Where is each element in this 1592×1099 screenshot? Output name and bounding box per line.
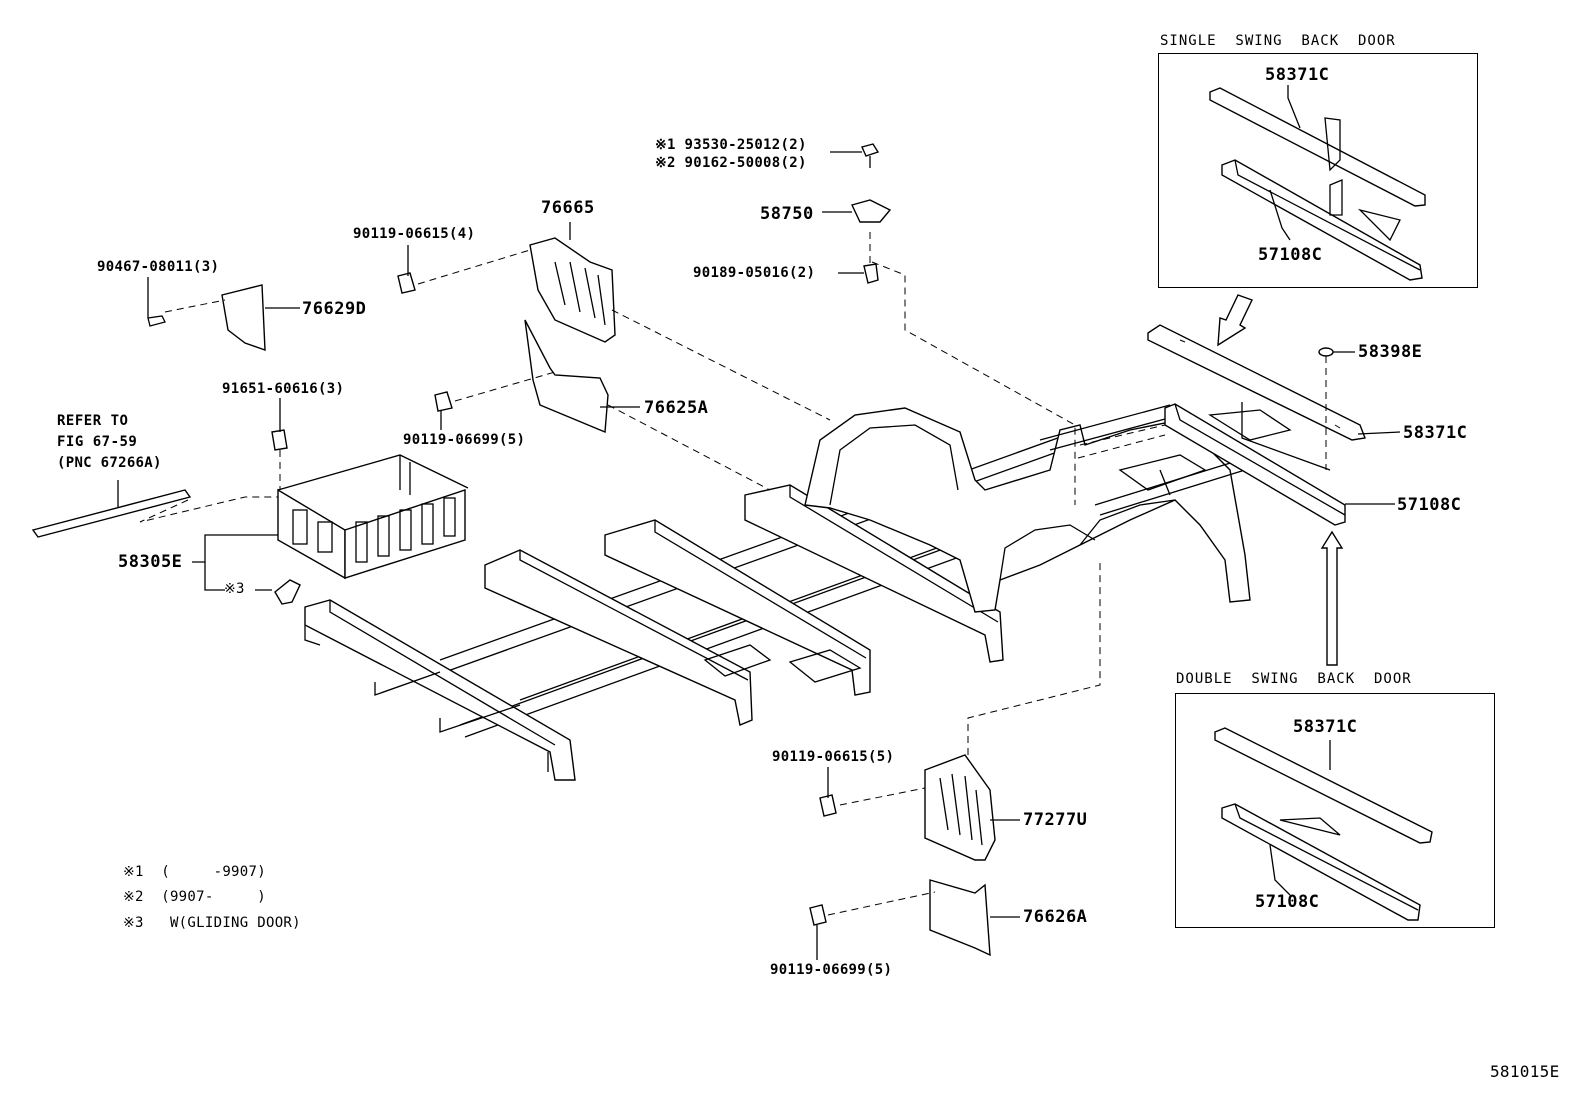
note-2: ※2 (9907- ) — [123, 889, 266, 905]
step-box-58305e-drawing — [277, 454, 469, 580]
mudguard-76625a-drawing — [524, 319, 609, 434]
refer-line-3: (PNC 67266A) — [57, 455, 162, 471]
single-swing-rail-label[interactable]: 58371C — [1265, 65, 1330, 85]
leader-lines — [117, 85, 1401, 960]
callout-58750[interactable]: 58750 — [760, 204, 814, 224]
bolt-90119-5b-drawing — [819, 794, 837, 817]
bolt-90119-5a-drawing — [434, 391, 453, 412]
note-1: ※1 ( -9907) — [123, 864, 266, 880]
bolt-90119-4-drawing — [397, 272, 416, 294]
double-swing-inset-drawing — [1214, 727, 1433, 921]
clip-90189-drawing — [863, 263, 879, 284]
callout-76625a[interactable]: 76625A — [644, 398, 709, 418]
shield-77277u-drawing — [924, 754, 996, 861]
callout-mark-3: ※3 — [224, 581, 245, 597]
callout-76665[interactable]: 76665 — [541, 198, 595, 218]
callout-91651-60616[interactable]: 91651-60616(3) — [222, 381, 345, 397]
callout-90467-08011[interactable]: 90467-08011(3) — [97, 259, 220, 275]
callout-58398e[interactable]: 58398E — [1358, 342, 1423, 362]
double-swing-inset-box — [1175, 693, 1495, 928]
callout-93530-25012[interactable]: ※1 93530-25012(2) — [655, 137, 807, 153]
bolt-91651-drawing — [271, 429, 288, 451]
callout-57108c[interactable]: 57108C — [1397, 495, 1462, 515]
callout-90119-06699-5c[interactable]: 90119-06699(5) — [770, 962, 893, 978]
single-swing-header: SINGLE SWING BACK DOOR — [1160, 33, 1396, 49]
callout-90119-06615-5[interactable]: 90119-06615(5) — [772, 749, 895, 765]
callout-76629d[interactable]: 76629D — [302, 299, 367, 319]
single-swing-inset-box — [1158, 53, 1478, 288]
mudguard-76626a-drawing — [929, 879, 991, 957]
shield-76665-ribs — [554, 261, 606, 326]
callout-90119-06615-4[interactable]: 90119-06615(4) — [353, 226, 476, 242]
double-swing-sill-label[interactable]: 57108C — [1255, 892, 1320, 912]
figure-code: 581015E — [1490, 1062, 1560, 1081]
floor-frame-drawing — [304, 429, 1201, 781]
callout-90189-05016[interactable]: 90189-05016(2) — [693, 265, 816, 281]
shield-77277u-ribs — [939, 773, 983, 846]
refer-line-1: REFER TO — [57, 413, 129, 429]
plug-58398e-drawing — [1318, 347, 1334, 357]
callout-77277u[interactable]: 77277U — [1023, 810, 1088, 830]
bolt-90119-5c-drawing — [809, 904, 827, 926]
single-swing-sill-label[interactable]: 57108C — [1258, 245, 1323, 265]
seal-58750-drawing — [851, 199, 892, 223]
refer-line-2[interactable]: FIG 67-59 — [57, 434, 138, 450]
callout-58305e[interactable]: 58305E — [118, 552, 183, 572]
single-swing-inset-drawing — [1209, 87, 1426, 281]
callout-58371c[interactable]: 58371C — [1403, 423, 1468, 443]
mudguard-76629d-drawing — [221, 284, 266, 352]
callout-90162-50008[interactable]: ※2 90162-50008(2) — [655, 155, 807, 171]
double-swing-arrow — [1320, 530, 1344, 666]
single-swing-arrow — [1217, 294, 1253, 347]
double-swing-header: DOUBLE SWING BACK DOOR — [1176, 671, 1412, 687]
assembly-lines — [139, 232, 1166, 916]
clip-90467-drawing — [147, 315, 166, 327]
shield-76665-drawing — [529, 237, 616, 343]
note-3: ※3 W(GLIDING DOOR) — [123, 915, 301, 931]
rear-rail-58371c-drawing — [1147, 324, 1366, 441]
callout-76626a[interactable]: 76626A — [1023, 907, 1088, 927]
molding-strip-drawing — [31, 489, 192, 538]
rear-floor-drawing — [804, 404, 1251, 613]
double-swing-rail-label[interactable]: 58371C — [1293, 717, 1358, 737]
gliding-door-clip-drawing — [274, 579, 301, 605]
callout-90119-06699-5a[interactable]: 90119-06699(5) — [403, 432, 526, 448]
bolt-93530-drawing — [861, 143, 880, 157]
